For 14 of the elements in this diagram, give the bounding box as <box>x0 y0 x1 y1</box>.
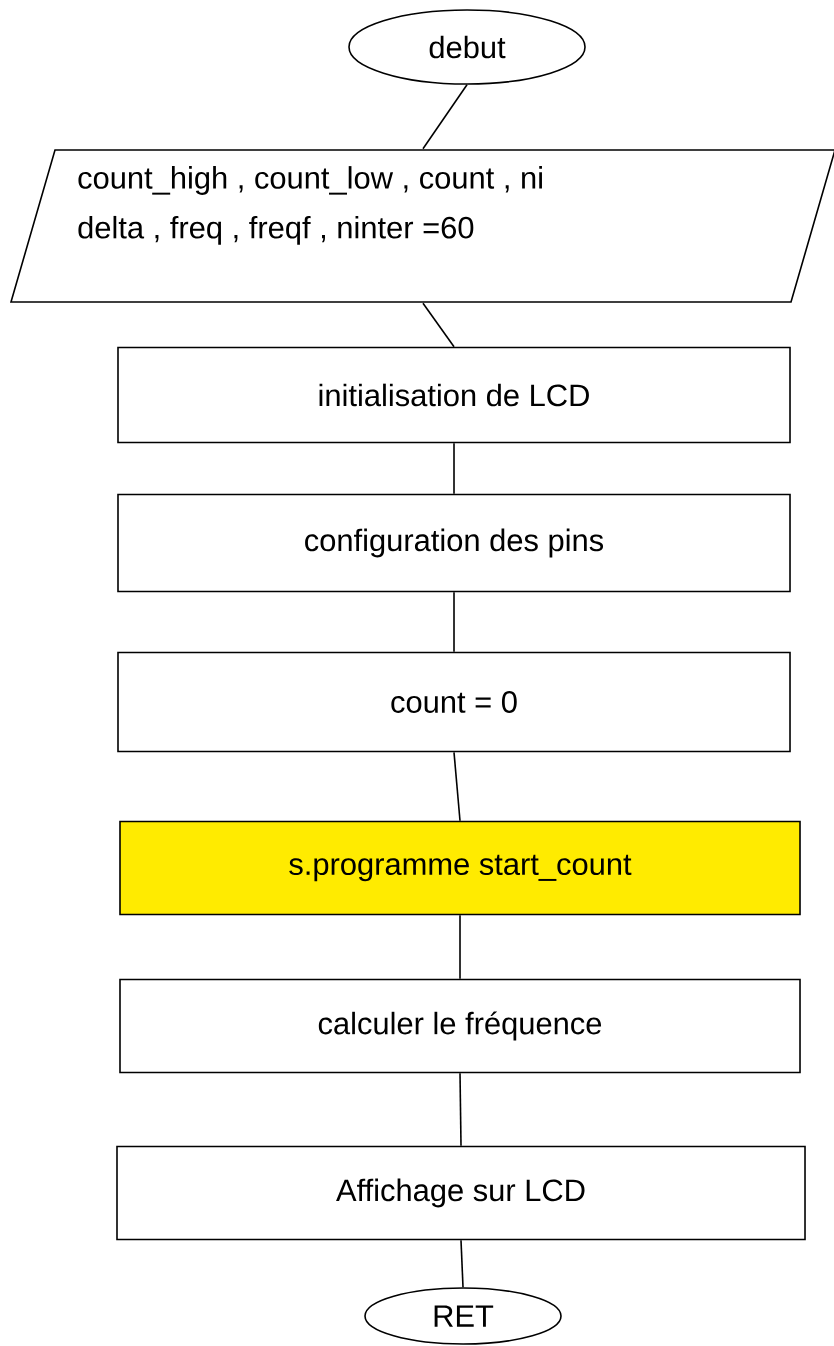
connector-line <box>453 442 455 495</box>
process-box: configuration des pins <box>117 493 791 593</box>
connector-line <box>459 914 461 980</box>
connector-line <box>453 751 461 822</box>
connector-line <box>422 84 468 150</box>
connector-line <box>422 302 455 348</box>
process-box: Affichage sur LCD <box>116 1145 806 1241</box>
process-box: calculer le fréquence <box>119 978 801 1074</box>
process-box: count = 0 <box>117 651 791 753</box>
connector-line <box>459 1072 462 1147</box>
connector-line <box>453 591 455 653</box>
process-box: initialisation de LCD <box>117 346 791 444</box>
process-box: s.programme start_count <box>119 820 801 916</box>
connector-line <box>460 1239 464 1288</box>
